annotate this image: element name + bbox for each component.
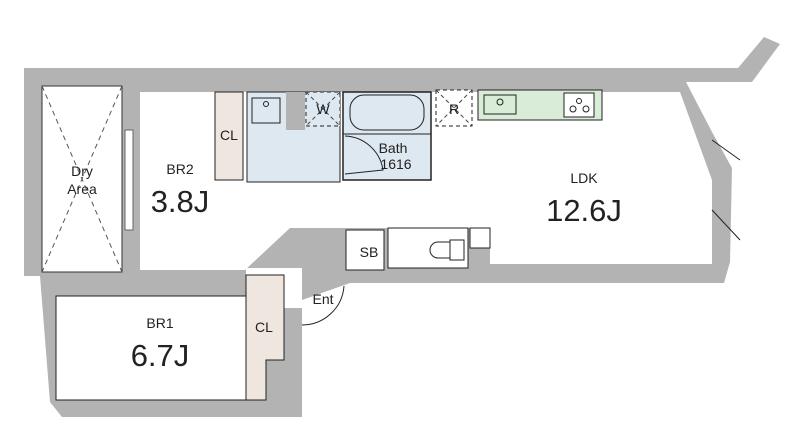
window — [124, 129, 134, 231]
br2-closet — [214, 91, 244, 181]
dry-area-label: Dry — [71, 163, 93, 179]
dry-area-label: Area — [67, 181, 97, 197]
stove-icon — [563, 92, 595, 118]
bath-label: Bath — [379, 140, 408, 156]
ldk-size: 12.6J — [546, 193, 622, 228]
washer-label: W — [316, 101, 330, 117]
br2-size: 3.8J — [151, 184, 210, 219]
fridge-label: R — [449, 101, 459, 117]
br1-size: 6.7J — [131, 338, 190, 373]
bath-size-code: 1616 — [380, 156, 411, 172]
window-line — [711, 139, 741, 161]
shoe-box-label: SB — [360, 244, 379, 260]
wall-stub — [469, 227, 491, 249]
br1-closet — [245, 274, 285, 401]
toilet-bowl-icon — [429, 241, 450, 259]
ldk-label: LDK — [570, 170, 598, 186]
faucet-icon — [263, 101, 269, 107]
sink — [251, 97, 281, 124]
br1-room — [55, 295, 247, 401]
br2-label: BR2 — [166, 161, 193, 177]
wall-stub — [286, 92, 305, 130]
window-line — [711, 209, 741, 241]
dry-area-x-line — [41, 85, 123, 273]
br1-closet-label: CL — [255, 319, 273, 335]
toilet-tank-icon — [449, 239, 465, 261]
entrance-door-arc — [301, 285, 345, 326]
shoe-box — [345, 229, 385, 271]
br1-label: BR1 — [146, 315, 173, 331]
entrance-label: Ent — [312, 291, 333, 307]
bathtub-icon — [349, 94, 425, 131]
bath-door-arc — [344, 135, 384, 175]
br2-closet-label: CL — [220, 127, 238, 143]
